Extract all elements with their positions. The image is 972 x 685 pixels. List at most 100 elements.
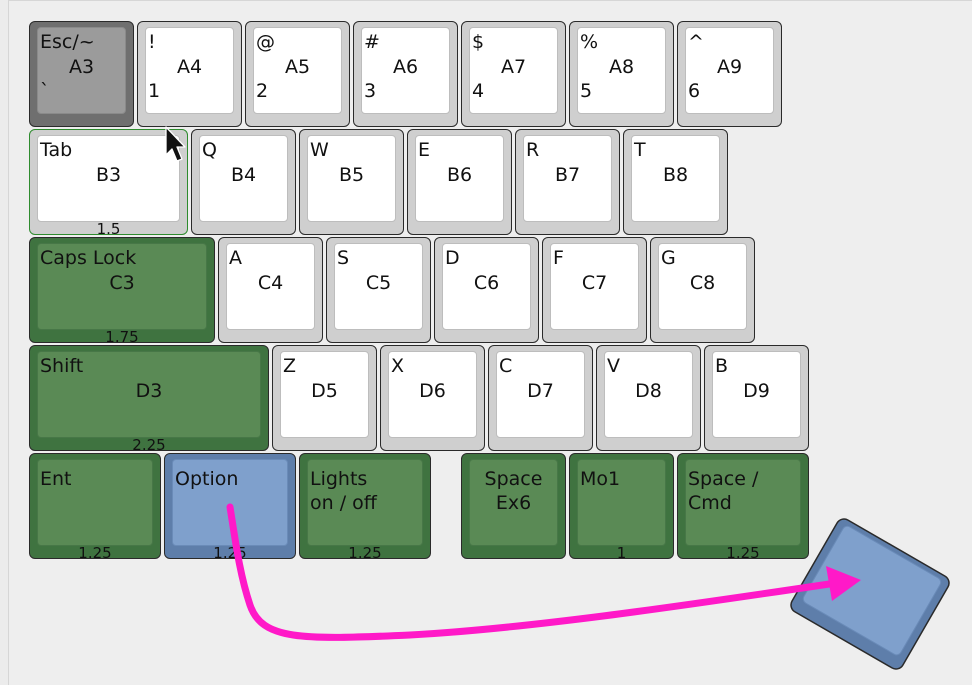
key-width-label: 2.25	[132, 436, 166, 454]
key-6[interactable]: ^ A9 6	[677, 21, 782, 127]
key-center-legend: A8	[608, 56, 635, 78]
key-center-legend: D7	[527, 380, 554, 402]
key-top-legend: ^	[688, 31, 704, 53]
key-width-label: 1.25	[78, 544, 112, 562]
key-top-legend: D	[445, 247, 460, 269]
key-width-label: 1.25	[726, 544, 760, 562]
key-width-label: 1.25	[348, 544, 382, 562]
key-g[interactable]: G C8	[650, 237, 755, 343]
key-top-legend: Tab	[40, 139, 73, 161]
key-ent[interactable]: Ent 1.25	[29, 453, 161, 562]
key-w[interactable]: W B5	[299, 129, 404, 235]
key-top-legend: Shift	[40, 355, 84, 377]
key-center-legend: C5	[365, 272, 392, 294]
key-top-legend: $	[472, 31, 485, 53]
key-top-legend: F	[553, 247, 564, 269]
key-center-legend: B6	[446, 164, 473, 186]
key-top-legend: #	[364, 31, 380, 53]
mouse-cursor-icon	[165, 126, 186, 162]
key-center-legend: A6	[392, 56, 419, 78]
key-q[interactable]: Q B4	[191, 129, 296, 235]
key-esc[interactable]: Esc/~ A3 `	[29, 21, 134, 127]
key-caps-lock[interactable]: Caps Lock C3 1.75	[29, 237, 215, 346]
key-center-legend: D3	[135, 380, 163, 402]
key-b[interactable]: B D9	[704, 345, 809, 451]
key-a[interactable]: A C4	[218, 237, 323, 343]
key-space-ex6[interactable]: Space Ex6	[461, 453, 566, 559]
key-top-legend: Mo1	[580, 468, 621, 490]
key-top-legend: S	[337, 247, 350, 269]
key-top-legend: Space Ex6	[484, 468, 543, 514]
key-center-legend: C7	[581, 272, 608, 294]
key-center-legend: C4	[257, 272, 284, 294]
key-bottom-legend: 3	[364, 80, 377, 102]
key-center-legend: B5	[338, 164, 365, 186]
key-5[interactable]: % A8 5	[569, 21, 674, 127]
key-top-legend: X	[391, 355, 405, 377]
key-shift[interactable]: Shift D3 2.25	[29, 345, 269, 454]
key-v[interactable]: V D8	[596, 345, 701, 451]
key-top-legend: B	[715, 355, 729, 377]
key-center-legend: C8	[689, 272, 716, 294]
key-center-legend: B3	[95, 164, 122, 186]
key-bottom-legend: 2	[256, 80, 269, 102]
key-2[interactable]: @ A5 2	[245, 21, 350, 127]
key-top-legend: Space / Cmd	[688, 468, 759, 514]
key-bottom-legend: `	[40, 80, 50, 102]
key-top-legend: E	[418, 139, 431, 161]
key-z[interactable]: Z D5	[272, 345, 377, 451]
key-t[interactable]: T B8	[623, 129, 728, 235]
key-top-legend: A	[229, 247, 242, 269]
key-space-cmd[interactable]: Space / Cmd 1.25	[677, 453, 809, 562]
key-top-legend: C	[499, 355, 513, 377]
key-center-legend: D5	[311, 380, 338, 402]
key-mo1[interactable]: Mo1 1	[569, 453, 674, 562]
key-f[interactable]: F C7	[542, 237, 647, 343]
key-center-legend: A4	[176, 56, 203, 78]
key-width-label: 1.75	[105, 328, 139, 346]
key-lights[interactable]: Lights on / off 1.25	[299, 453, 431, 562]
key-4[interactable]: $ A7 4	[461, 21, 566, 127]
key-top-legend: V	[607, 355, 620, 377]
key-r[interactable]: R B7	[515, 129, 620, 235]
key-center-legend: D6	[419, 380, 446, 402]
key-bottom-legend: 4	[472, 80, 485, 102]
key-s[interactable]: S C5	[326, 237, 431, 343]
key-d[interactable]: D C6	[434, 237, 539, 343]
key-center-legend: A5	[284, 56, 311, 78]
key-top-legend: Esc/~	[40, 31, 95, 53]
key-x[interactable]: X D6	[380, 345, 485, 451]
key-e[interactable]: E B6	[407, 129, 512, 235]
key-top-legend: G	[661, 247, 676, 269]
drag-arrow-icon	[226, 503, 861, 641]
key-bottom-legend: 1	[148, 80, 161, 102]
key-center-legend: C3	[109, 272, 135, 294]
key-bottom-legend: 5	[580, 80, 593, 102]
key-top-legend: R	[526, 139, 540, 161]
key-width-label: 1.5	[96, 220, 121, 238]
key-top-legend: Caps Lock	[40, 247, 137, 269]
key-top-legend: Z	[283, 355, 297, 377]
key-top-legend: Option	[175, 468, 239, 490]
key-top-legend: Ent	[40, 468, 72, 490]
key-bottom-legend: 6	[688, 80, 701, 102]
key-top-legend: Lights on / off	[310, 468, 377, 514]
key-top-legend: Q	[202, 139, 217, 161]
key-tab[interactable]: Tab B3 1.5	[29, 129, 188, 238]
key-top-legend: @	[256, 31, 275, 53]
key-center-legend: A9	[716, 56, 743, 78]
dragged-key-ghost[interactable]	[788, 516, 952, 672]
key-center-legend: B4	[230, 164, 257, 186]
key-width-label: 1	[616, 544, 627, 562]
key-center-legend: C6	[473, 272, 500, 294]
key-center-legend: A3	[68, 56, 95, 78]
key-c[interactable]: C D7	[488, 345, 593, 451]
key-center-legend: B7	[554, 164, 581, 186]
key-3[interactable]: # A6 3	[353, 21, 458, 127]
key-center-legend: A7	[500, 56, 527, 78]
key-1[interactable]: ! A4 1	[137, 21, 242, 127]
key-center-legend: D9	[743, 380, 770, 402]
key-center-legend: B8	[662, 164, 689, 186]
key-center-legend: D8	[635, 380, 662, 402]
